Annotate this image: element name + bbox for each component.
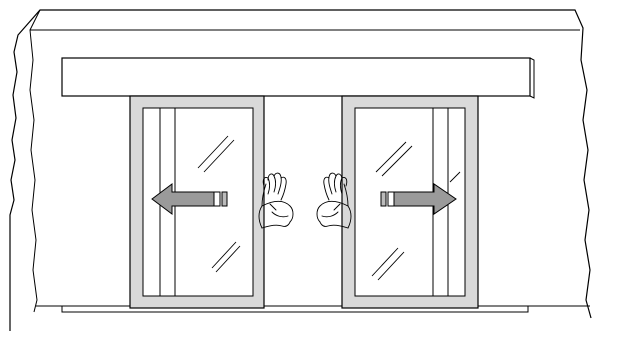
left-glass-glint bbox=[197, 135, 229, 169]
door-header-shadow bbox=[529, 57, 535, 99]
right-hand-icon bbox=[316, 172, 352, 229]
wall-inner-edge bbox=[29, 9, 41, 313]
left-glass-glint bbox=[211, 241, 237, 269]
wall-outline bbox=[9, 9, 592, 331]
right-arrow-icon bbox=[380, 183, 457, 215]
right-glass-glint bbox=[449, 171, 461, 183]
right-glass-glint bbox=[371, 247, 399, 277]
floor-track bbox=[61, 305, 529, 313]
left-arrow-icon bbox=[151, 183, 228, 215]
door-header bbox=[61, 57, 531, 97]
right-glass-glint bbox=[377, 251, 405, 281]
right-glass-glint bbox=[375, 141, 407, 173]
right-glass-glint bbox=[381, 145, 413, 177]
left-hand-icon bbox=[258, 172, 294, 229]
left-door-panel bbox=[129, 95, 265, 309]
left-glass-glint bbox=[215, 245, 241, 273]
left-glass-glint bbox=[203, 139, 235, 173]
